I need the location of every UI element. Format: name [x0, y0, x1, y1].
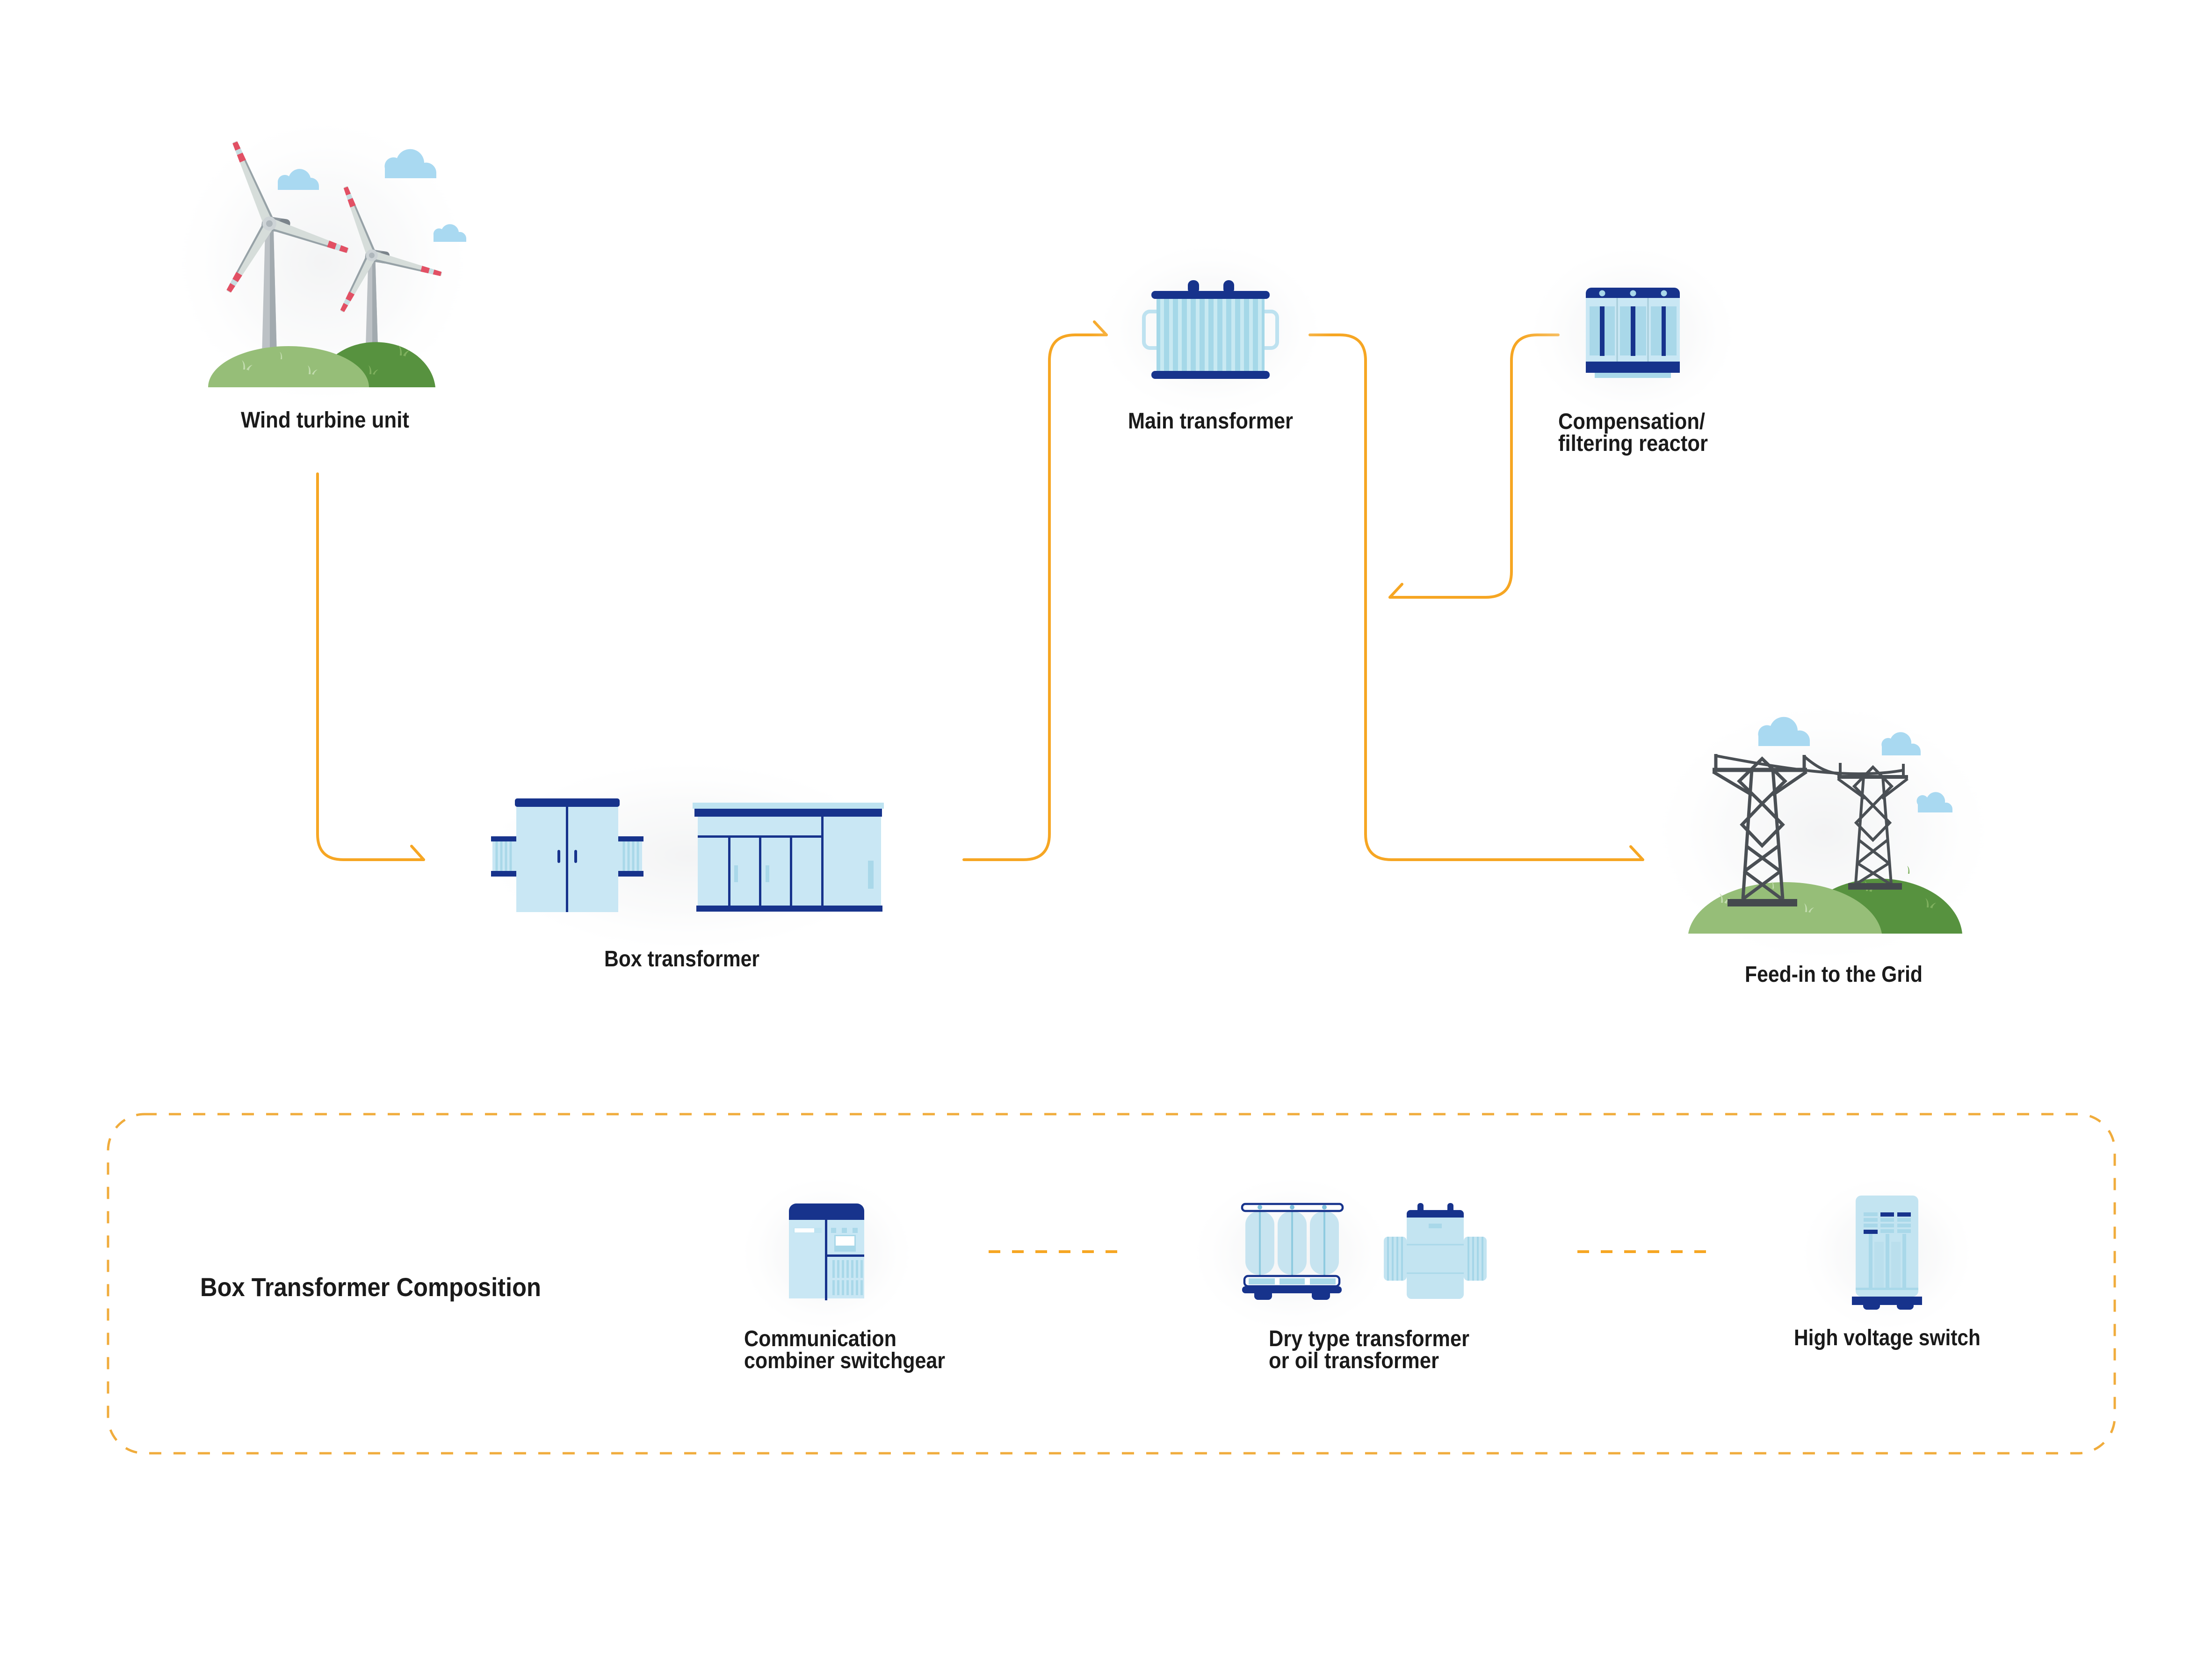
svg-text:Wind turbine unit: Wind turbine unit	[241, 408, 409, 433]
svg-text:Feed-in to the Grid: Feed-in to the Grid	[1745, 962, 1923, 987]
svg-text:Main transformer: Main transformer	[1128, 409, 1293, 434]
svg-text:Box Transformer Composition: Box Transformer Composition	[200, 1272, 541, 1302]
svg-text:High voltage switch: High voltage switch	[1794, 1326, 1981, 1350]
svg-text:Dry type transformer: Dry type transformer	[1269, 1327, 1469, 1351]
svg-text:combiner switchgear: combiner switchgear	[744, 1348, 945, 1373]
svg-text:Compensation/: Compensation/	[1558, 409, 1705, 434]
svg-text:Communication: Communication	[744, 1327, 896, 1351]
svg-text:filtering reactor: filtering reactor	[1558, 431, 1708, 456]
svg-text:Box transformer: Box transformer	[604, 947, 759, 971]
svg-text:or oil transformer: or oil transformer	[1269, 1348, 1439, 1373]
